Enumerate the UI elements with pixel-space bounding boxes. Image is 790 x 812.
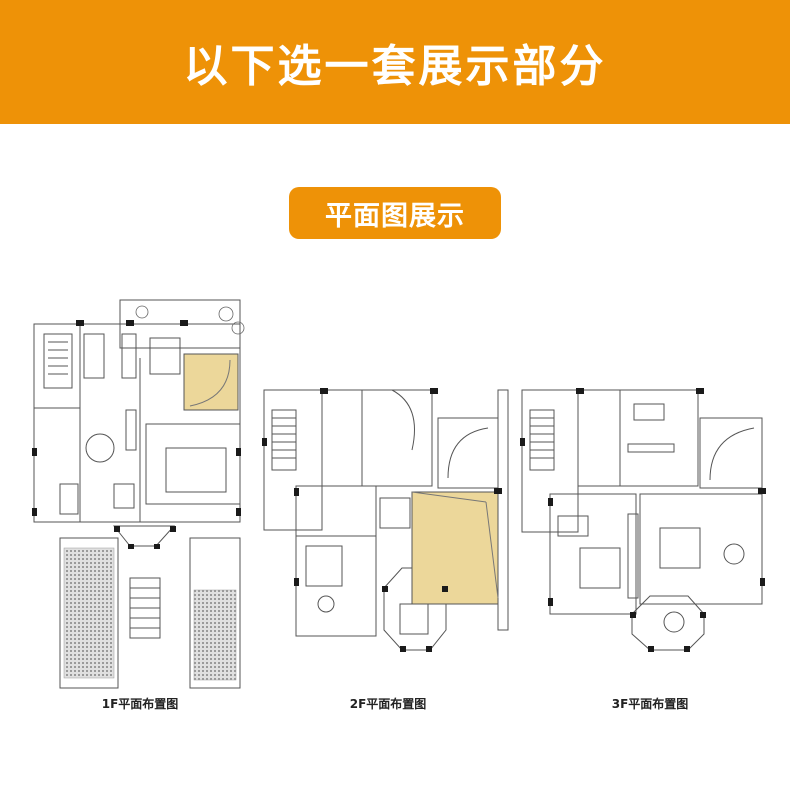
plan-1f-caption: 1F平面布置图 [101,697,179,711]
header-banner: 以下选一套展示部分 [0,0,790,124]
section-pill-label: 平面图展示 [325,200,465,232]
floor-plan-2f-drawing [262,388,509,652]
floor-plan-1f-drawing [32,299,245,689]
floor-plan-1f[interactable] [30,298,248,690]
floor-plan-2f[interactable] [262,378,509,666]
header-title: 以下选一套展示部分 [183,41,607,92]
section-pill: 平面图展示 [289,187,501,239]
floor-plan-3f[interactable] [520,378,770,666]
floor-plan-3f-drawing [520,388,766,652]
plan-2f-caption: 2F平面布置图 [349,697,427,711]
plan-3f-caption: 3F平面布置图 [611,697,689,711]
